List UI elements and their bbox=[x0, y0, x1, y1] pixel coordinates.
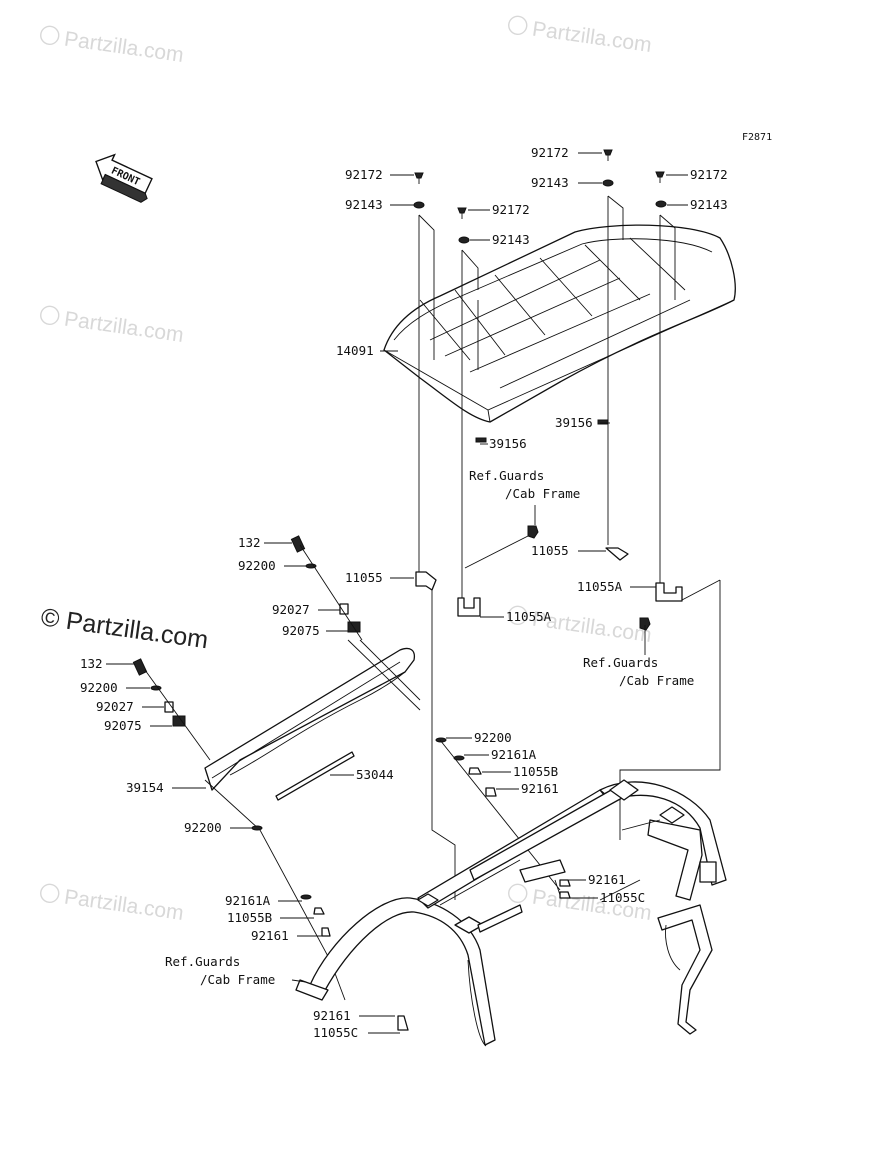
roof-fasteners bbox=[413, 149, 667, 244]
reference-line1: Ref.Guards bbox=[583, 655, 658, 670]
part-label: 39156 bbox=[555, 415, 593, 430]
part-label: 11055C bbox=[600, 890, 645, 905]
part-label: 92172 bbox=[345, 167, 383, 182]
part-label: 92143 bbox=[345, 197, 383, 212]
reference-line2: /Cab Frame bbox=[619, 673, 694, 688]
part-label: 11055A bbox=[506, 609, 552, 624]
part-label: 92161 bbox=[313, 1008, 351, 1023]
part-label: 92161A bbox=[491, 747, 537, 762]
reference-line2: /Cab Frame bbox=[200, 972, 275, 987]
front-arrow-icon: FRONT bbox=[95, 153, 153, 203]
watermark-text: Partzilla.com bbox=[63, 307, 185, 347]
part-label: 11055B bbox=[513, 764, 558, 779]
brand-text: © Partzilla.com bbox=[39, 603, 210, 654]
figure-code: F2871 bbox=[742, 132, 772, 143]
roof-panel bbox=[383, 224, 736, 443]
part-label: 53044 bbox=[356, 767, 394, 782]
part-label: 11055 bbox=[531, 543, 569, 558]
front-trim-panel bbox=[204, 639, 421, 801]
part-label: 11055C bbox=[313, 1025, 358, 1040]
part-label: 39156 bbox=[489, 436, 527, 451]
part-label: 92143 bbox=[690, 197, 728, 212]
part-label: 92161 bbox=[588, 872, 626, 887]
hardware-stack bbox=[132, 535, 571, 1031]
part-label: 11055A bbox=[577, 579, 623, 594]
part-label: 11055B bbox=[227, 910, 272, 925]
part-label: 92172 bbox=[531, 145, 569, 160]
reference-line2: /Cab Frame bbox=[505, 486, 580, 501]
part-label: 11055 bbox=[345, 570, 383, 585]
part-label: 92027 bbox=[272, 602, 310, 617]
part-label: 92200 bbox=[474, 730, 512, 745]
part-label: 92200 bbox=[238, 558, 276, 573]
part-label: 132 bbox=[80, 656, 103, 671]
part-label: 92143 bbox=[492, 232, 530, 247]
brackets bbox=[415, 525, 683, 631]
cab-frame bbox=[295, 779, 727, 1047]
watermark-text: Partzilla.com bbox=[63, 885, 185, 925]
part-labels: 92172 92143 92172 92143 92172 92143 9217… bbox=[80, 145, 728, 1040]
reference-line1: Ref.Guards bbox=[165, 954, 240, 969]
part-label: 92161A bbox=[225, 893, 271, 908]
part-label: 92200 bbox=[80, 680, 118, 695]
part-label: 92027 bbox=[96, 699, 134, 714]
reference-labels: Ref.Guards /Cab Frame Ref.Guards /Cab Fr… bbox=[165, 468, 694, 987]
part-label: 132 bbox=[238, 535, 261, 550]
part-label: 92172 bbox=[690, 167, 728, 182]
reference-line1: Ref.Guards bbox=[469, 468, 544, 483]
part-label: 14091 bbox=[336, 343, 374, 358]
part-label: 92161 bbox=[251, 928, 289, 943]
part-label: 92172 bbox=[492, 202, 530, 217]
assembly-lines bbox=[418, 195, 721, 900]
part-label: 92075 bbox=[282, 623, 320, 638]
part-label: 39154 bbox=[126, 780, 164, 795]
part-label: 92075 bbox=[104, 718, 142, 733]
part-label: 92143 bbox=[531, 175, 569, 190]
part-label: 92200 bbox=[184, 820, 222, 835]
watermark-text: Partzilla.com bbox=[531, 17, 653, 57]
watermark-text: Partzilla.com bbox=[63, 27, 185, 67]
part-label: 92161 bbox=[521, 781, 559, 796]
